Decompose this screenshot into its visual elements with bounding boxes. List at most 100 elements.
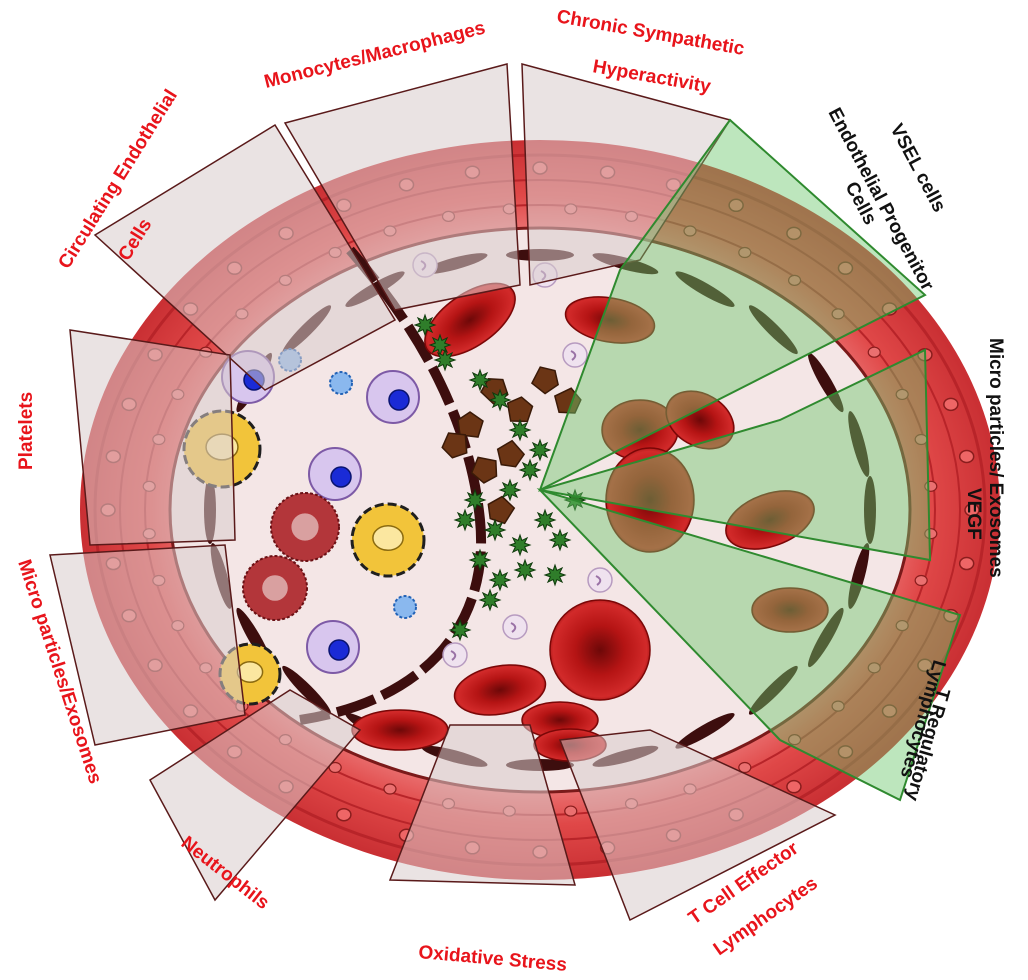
activated-platelet-icon <box>498 478 522 502</box>
activated-platelet-icon <box>528 438 552 462</box>
endothelial-cell-icon <box>848 411 870 477</box>
cell-debris-icon <box>506 396 534 423</box>
endothelial-cell-icon <box>748 665 798 715</box>
endothelial-cell-icon <box>786 226 802 241</box>
label-micro-particles-exosomes-reparative: Micro particles/ Exosomes <box>985 338 1006 578</box>
activated-platelet-icon <box>548 528 572 552</box>
rbc-icon <box>453 664 547 716</box>
endothelial-cell-icon <box>808 352 844 413</box>
endothelial-cell-icon <box>564 805 578 817</box>
dendritic-cell-icon <box>329 371 353 395</box>
dendritic-cell-icon <box>393 595 417 619</box>
activated-platelet-icon <box>413 313 437 337</box>
cell-debris-icon <box>530 366 559 395</box>
endothelial-cell-icon <box>299 246 486 725</box>
endothelial-cell-icon <box>675 271 735 307</box>
endothelial-cell-icon <box>787 734 802 746</box>
activated-platelet-icon <box>508 418 532 442</box>
endothelial-cell-icon <box>786 779 802 794</box>
activated-platelet-icon <box>428 333 452 357</box>
endothelial-cell-icon <box>831 308 845 320</box>
activated-platelet-icon <box>291 513 319 541</box>
reparative-panel <box>536 487 962 802</box>
label-vegf: VEGF <box>963 488 984 540</box>
endothelial-cell-icon <box>738 246 752 259</box>
endothelial-cell-icon <box>848 543 870 609</box>
activated-platelet-icon <box>468 368 492 392</box>
cell-debris-icon <box>470 456 498 484</box>
lymphocyte-icon <box>595 575 602 586</box>
endothelial-cell-icon <box>895 388 909 401</box>
lymphocyte-icon <box>510 622 517 633</box>
cell-debris-icon <box>496 439 526 468</box>
inflammatory-panel <box>69 329 236 546</box>
activated-platelet-icon <box>543 563 567 587</box>
endothelial-cell-icon <box>864 476 876 544</box>
endothelial-cell-icon <box>837 261 854 275</box>
endothelial-cell-icon <box>881 704 898 718</box>
rbc-icon <box>564 296 656 344</box>
activated-platelet-icon <box>448 618 472 642</box>
rbc-icon <box>665 390 735 450</box>
inflammatory-panel <box>521 63 732 286</box>
inflammatory-panel <box>149 689 362 902</box>
endothelial-cell-icon <box>943 397 959 412</box>
activated-platelet-icon <box>468 548 492 572</box>
lumen-contents <box>182 246 876 771</box>
endothelial-cell-icon <box>831 700 845 712</box>
activated-platelet-icon <box>488 568 512 592</box>
endothelial-cell-icon <box>738 761 752 774</box>
activated-platelet-icon <box>518 458 542 482</box>
endothelial-cell-icon <box>867 662 881 674</box>
endothelial-cell-icon <box>728 198 744 213</box>
endothelial-cell-icon <box>837 745 854 759</box>
inflammatory-panel <box>93 123 397 391</box>
endothelial-cell-icon <box>958 556 975 571</box>
rbc-icon <box>605 447 695 553</box>
label-oxidative-stress: Oxidative Stress <box>418 942 568 976</box>
activated-platelet-icon <box>513 558 537 582</box>
lymphocyte-icon <box>450 650 457 661</box>
rbc-icon <box>549 599 651 701</box>
activated-platelet-icon <box>463 488 487 512</box>
monocyte-icon <box>388 389 410 411</box>
endothelial-cell-icon <box>282 665 332 715</box>
endothelial-cell-icon <box>895 619 909 632</box>
endothelial-cell-icon <box>808 607 844 668</box>
cell-debris-icon <box>487 495 516 525</box>
label-platelets: Platelets <box>16 392 37 470</box>
endothelial-cell-icon <box>867 346 881 358</box>
label-vsel-cells: VSEL cells <box>886 120 950 215</box>
endothelial-cell-icon <box>914 574 928 587</box>
endothelial-cell-icon <box>336 807 352 822</box>
rbc-icon <box>751 587 829 633</box>
panel-wedges <box>49 63 962 922</box>
inflammatory-panel <box>49 544 246 746</box>
macrophage-icon <box>372 525 404 551</box>
inflammatory-panel <box>388 724 576 886</box>
endothelial-cell-icon <box>748 305 798 355</box>
monocyte-icon <box>330 466 352 488</box>
activated-platelet-icon <box>478 588 502 612</box>
endothelial-cell-icon <box>964 503 980 517</box>
monocyte-icon <box>328 639 350 661</box>
inflammatory-panel <box>283 63 521 311</box>
rbc-icon <box>351 709 449 751</box>
endothelial-cell-icon <box>383 783 397 795</box>
endothelial-cell-icon <box>958 449 975 464</box>
cell-debris-icon <box>457 411 484 438</box>
endothelial-cell-icon <box>328 761 342 774</box>
activated-platelet-icon <box>433 348 457 372</box>
activated-platelet-icon <box>533 508 557 532</box>
endothelial-cell-icon <box>787 274 802 286</box>
activated-platelet-icon <box>483 518 507 542</box>
activated-platelet-icon <box>262 575 288 601</box>
endothelial-cell-icon <box>924 528 938 540</box>
cell-debris-icon <box>441 432 468 459</box>
activated-platelet-icon <box>488 388 512 412</box>
endothelial-cell-icon <box>917 658 933 673</box>
endothelial-cell-icon <box>675 713 735 749</box>
endothelial-cell-icon <box>683 225 697 237</box>
